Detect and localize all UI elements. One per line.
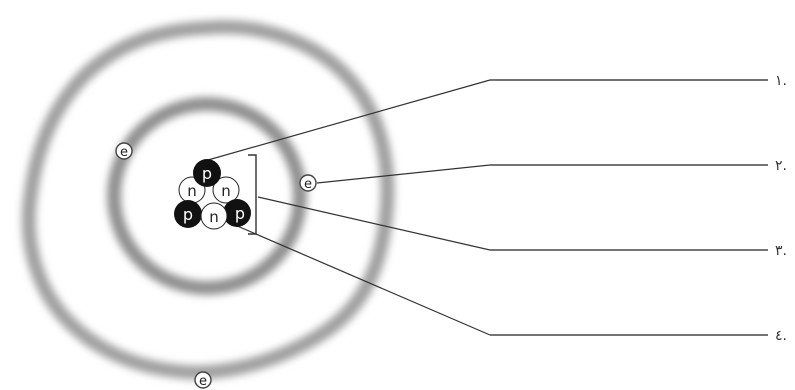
electron: e [116, 143, 132, 160]
electron-label: e [199, 374, 207, 389]
answer-number-1: ١. [775, 73, 787, 89]
answer-number-4: ٤. [775, 328, 787, 344]
electron-label: e [120, 145, 128, 160]
inner-electron-shell [114, 104, 300, 288]
answer-number-3: ٣. [775, 243, 787, 259]
pointer-line-4 [228, 222, 490, 335]
electron: e [300, 175, 316, 192]
proton-label: p [183, 205, 193, 224]
nucleus-bracket [248, 155, 256, 234]
neutron-label: n [221, 182, 231, 200]
neutron-label: n [187, 182, 197, 200]
pointer-line-2 [317, 165, 490, 183]
answer-number-2: ٢. [775, 158, 787, 174]
nucleus: n n p p p n [174, 159, 251, 229]
answer-blanks [490, 80, 768, 335]
proton-label: p [235, 204, 245, 223]
electron: e [195, 372, 211, 389]
proton-label: p [202, 164, 212, 183]
electron-label: e [304, 177, 312, 192]
outer-electron-shell [29, 27, 388, 372]
neutron-label: n [209, 208, 219, 226]
